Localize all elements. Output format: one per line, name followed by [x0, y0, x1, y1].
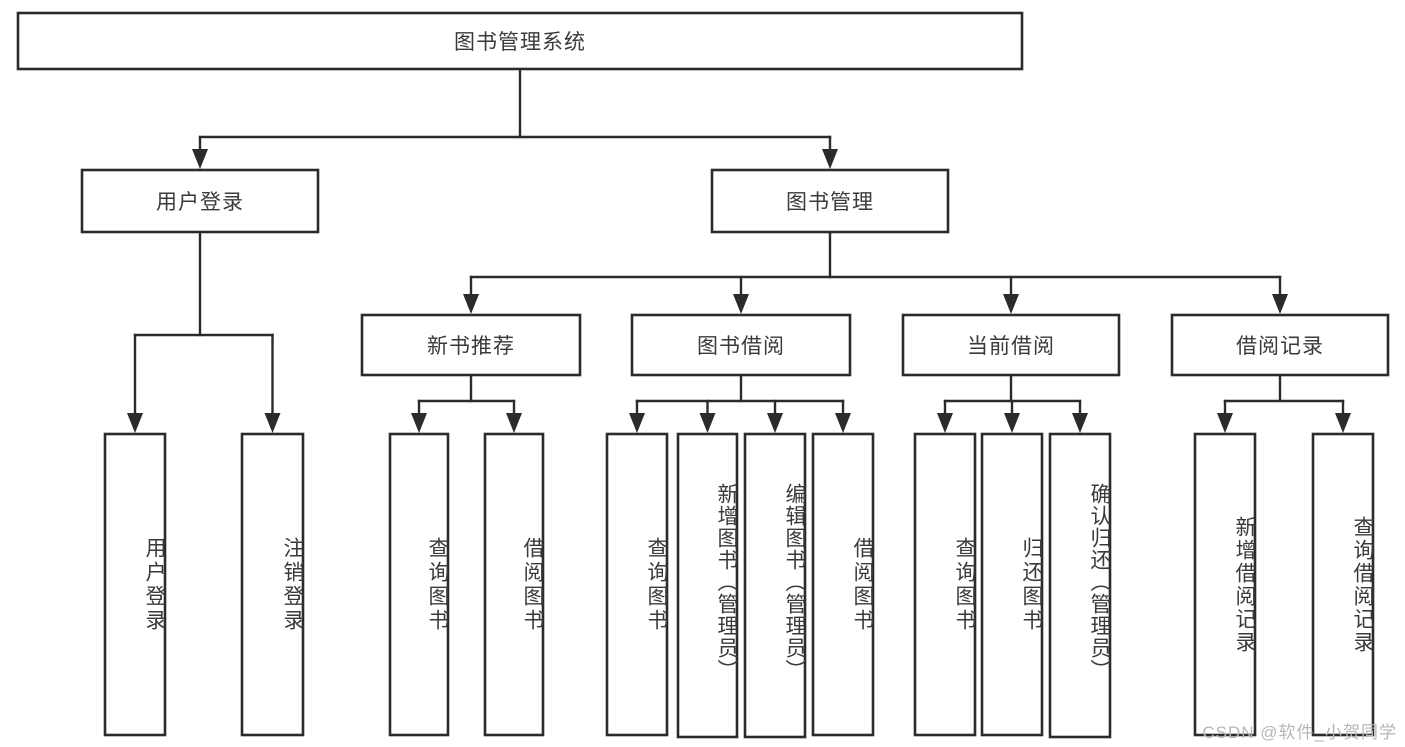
- node-box-leaf-query-book-2[interactable]: [605, 432, 669, 737]
- connector-group-current-borrow: [937, 373, 1088, 433]
- node-box-leaf-logout[interactable]: [240, 432, 305, 737]
- node-box-book-manage[interactable]: [710, 168, 950, 234]
- arrow-head-icon: [127, 413, 143, 433]
- node-box-leaf-add-record[interactable]: [1193, 432, 1257, 737]
- arrow-head-icon: [1003, 294, 1019, 314]
- connector-group-user-login: [127, 230, 281, 433]
- connector-group-book-manage: [463, 230, 1288, 314]
- arrow-head-icon: [506, 413, 522, 433]
- arrow-head-icon: [264, 413, 281, 433]
- arrow-head-icon: [767, 413, 783, 433]
- arrow-head-icon: [699, 413, 716, 433]
- connector-group-root: [192, 67, 838, 169]
- arrow-head-icon: [629, 413, 645, 433]
- arrow-head-icon: [733, 294, 749, 314]
- arrow-head-icon: [937, 413, 953, 433]
- node-box-leaf-query-record[interactable]: [1311, 432, 1375, 737]
- node-box-book-borrow[interactable]: [630, 313, 852, 377]
- arrow-head-icon: [411, 413, 427, 433]
- node-box-leaf-user-login[interactable]: [103, 432, 167, 737]
- arrow-head-icon: [822, 149, 838, 169]
- node-box-leaf-query-book-1[interactable]: [388, 432, 450, 737]
- connector-group-book-borrow: [629, 373, 851, 433]
- arrow-head-icon: [1217, 413, 1233, 433]
- arrow-head-icon: [1004, 413, 1020, 433]
- node-box-leaf-edit-book[interactable]: [743, 432, 807, 739]
- arrow-head-icon: [835, 413, 851, 433]
- connector-group-borrow-record: [1217, 373, 1351, 433]
- node-box-leaf-confirm-return[interactable]: [1048, 432, 1112, 739]
- node-box-leaf-add-book[interactable]: [676, 432, 739, 739]
- node-box-leaf-return-book[interactable]: [980, 432, 1044, 737]
- arrow-head-icon: [1335, 413, 1351, 433]
- node-box-current-borrow[interactable]: [901, 313, 1121, 377]
- watermark-text: CSDN @软件_小贺同学: [1202, 723, 1397, 742]
- arrow-head-icon: [463, 294, 479, 314]
- arrow-head-icon: [1072, 413, 1088, 433]
- arrow-head-icon: [1272, 294, 1288, 314]
- node-box-leaf-query-book-3[interactable]: [913, 432, 977, 737]
- node-box-root[interactable]: [16, 11, 1024, 71]
- node-box-leaf-borrow-book-1[interactable]: [483, 432, 545, 737]
- node-box-borrow-record[interactable]: [1170, 313, 1390, 377]
- node-box-leaf-borrow-book-2[interactable]: [811, 432, 875, 737]
- node-box-user-login[interactable]: [80, 168, 320, 234]
- arrow-head-icon: [192, 149, 208, 169]
- node-box-new-book-rec[interactable]: [360, 313, 582, 377]
- connector-group-new-book-rec: [411, 373, 522, 433]
